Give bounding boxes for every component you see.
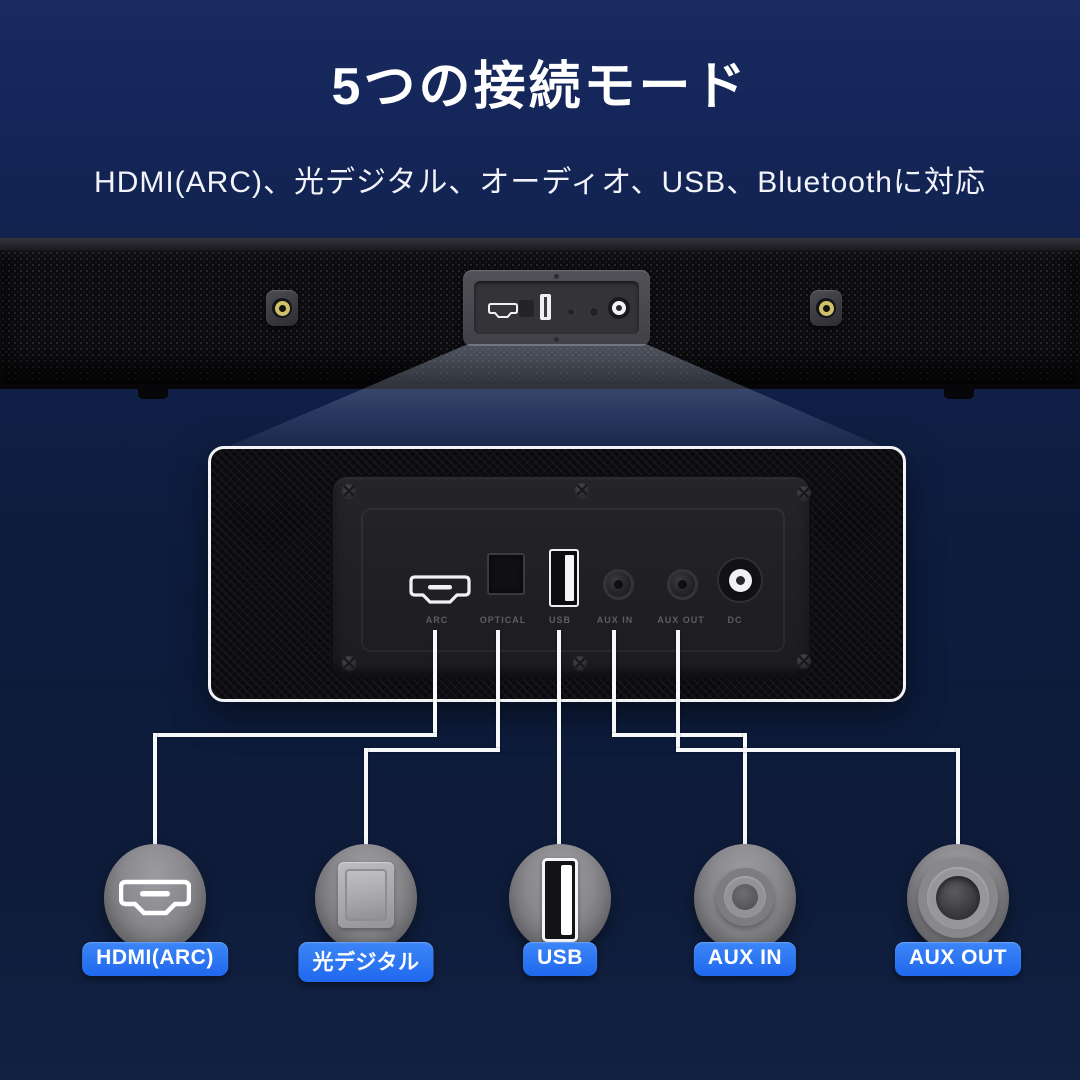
- keyhole-mount-left: [266, 290, 298, 326]
- usb-port-small: [540, 294, 551, 320]
- label-pill-usb: USB: [523, 942, 597, 976]
- callout-line-aux-out: [676, 748, 960, 752]
- callout-line-aux-out: [956, 748, 960, 852]
- callout-line-optical: [364, 748, 368, 852]
- mount-hole: [816, 298, 836, 318]
- connection-item-hdmi: [104, 844, 206, 952]
- soundbar-foot-left: [138, 386, 168, 399]
- screw-icon: [573, 656, 587, 670]
- rear-port-recess: [463, 270, 650, 346]
- callout-line-aux-in: [612, 630, 616, 737]
- aux-in-jack-icon: [694, 844, 796, 952]
- plate-groove: [361, 508, 785, 652]
- hdmi-glyph: [119, 879, 191, 916]
- mount-ring: [818, 300, 834, 316]
- port-plate: ARC OPTICAL USB AUX IN AUX OUT DC: [331, 475, 811, 679]
- mount-hole: [272, 298, 292, 318]
- callout-line-optical: [364, 748, 500, 752]
- connection-item-aux-in: [694, 844, 796, 952]
- port-label-dc: DC: [727, 615, 743, 625]
- optical-port-small: [519, 300, 534, 317]
- dc-jack-small: [608, 297, 630, 319]
- port-label-arc: ARC: [425, 615, 449, 625]
- aux-out-hole-small: [589, 307, 599, 317]
- connection-item-usb: [509, 844, 611, 952]
- rear-port-plate-small: [474, 281, 639, 334]
- aux-out-jack: [667, 569, 698, 600]
- port-label-optical: OPTICAL: [479, 615, 527, 625]
- callout-line-arc: [433, 630, 437, 737]
- aux-out-jack-icon: [907, 844, 1009, 952]
- hdmi-port: [409, 575, 471, 604]
- optical-port-icon: [315, 844, 417, 952]
- usb-port-icon: [509, 844, 611, 952]
- label-pill-optical: 光デジタル: [298, 942, 434, 982]
- dc-jack: [717, 557, 763, 603]
- screw-icon: [342, 656, 356, 670]
- callout-line-arc: [153, 733, 157, 852]
- connection-item-aux-out: [907, 844, 1009, 952]
- aux-in-jack: [603, 569, 634, 600]
- soundbar-bottom-edge: [0, 384, 1080, 389]
- callout-line-aux-out: [676, 630, 680, 752]
- soundbar-top-edge: [0, 238, 1080, 252]
- callout-line-usb: [557, 630, 561, 852]
- callout-line-aux-in: [743, 733, 747, 852]
- keyhole-mount-right: [810, 290, 842, 326]
- screw-icon: [797, 654, 811, 668]
- panel-screw-dot: [554, 337, 559, 342]
- hdmi-port-small: [488, 303, 518, 318]
- screw-icon: [342, 484, 356, 498]
- port-label-aux-in: AUX IN: [596, 615, 634, 625]
- soundbar-foot-right: [944, 386, 974, 399]
- page-title: 5つの接続モード: [331, 58, 749, 116]
- aux-in-glyph: [716, 868, 774, 926]
- page-subtitle: HDMI(ARC)、光デジタル、オーディオ、USB、Bluetoothに対応: [94, 166, 986, 199]
- screw-icon: [575, 483, 589, 497]
- aux-in-hole-small: [567, 308, 575, 316]
- port-label-usb: USB: [548, 615, 572, 625]
- port-label-aux-out: AUX OUT: [657, 615, 705, 625]
- callout-line-arc: [153, 733, 437, 737]
- usb-port: [549, 549, 579, 607]
- optical-glyph: [338, 862, 394, 928]
- label-pill-aux-in: AUX IN: [693, 942, 797, 976]
- soundbar-rear-view: [0, 238, 1080, 399]
- callout-line-optical: [496, 630, 500, 752]
- optical-port: [487, 553, 525, 595]
- aux-out-glyph: [918, 858, 998, 938]
- mount-ring: [274, 300, 290, 316]
- panel-screw-dot: [554, 274, 559, 279]
- label-pill-aux-out: AUX OUT: [895, 942, 1021, 976]
- hdmi-connector-icon: [104, 844, 206, 952]
- usb-glyph: [542, 858, 578, 942]
- connection-item-optical: [315, 844, 417, 952]
- label-pill-hdmi: HDMI(ARC): [82, 942, 228, 976]
- screw-icon: [797, 486, 811, 500]
